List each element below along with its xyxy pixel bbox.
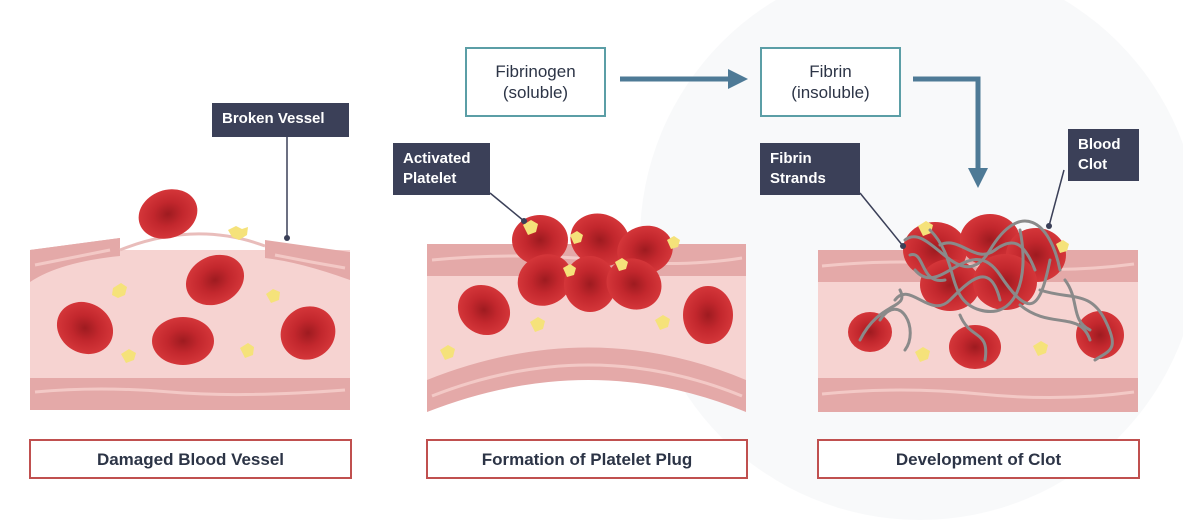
callout-line bbox=[859, 192, 904, 247]
red-blood-cell bbox=[56, 301, 114, 355]
plug-red-cell bbox=[570, 213, 630, 267]
platelet bbox=[1056, 240, 1069, 253]
caption-platelet-plug: Formation of Platelet Plug bbox=[426, 439, 748, 479]
illustration bbox=[30, 69, 1138, 412]
plug-red-cell bbox=[606, 258, 662, 310]
plug-red-cell bbox=[564, 256, 616, 312]
callout-line bbox=[1048, 169, 1065, 227]
platelet bbox=[918, 221, 933, 236]
label-fibrin-strands-line2: Strands bbox=[770, 170, 826, 187]
activated-platelet bbox=[615, 258, 628, 271]
caption-panel2-text: Formation of Platelet Plug bbox=[481, 450, 693, 469]
fibrin-subtitle: (insoluble) bbox=[791, 83, 870, 102]
label-broken-vessel: Broken Vessel bbox=[212, 103, 349, 137]
callout-line bbox=[489, 192, 525, 222]
panel3-vessel bbox=[818, 169, 1138, 412]
activated-platelet bbox=[523, 220, 538, 235]
activated-platelet bbox=[570, 231, 583, 244]
caption-development-of-clot: Development of Clot bbox=[817, 439, 1140, 479]
arrow-fibrin-to-clot bbox=[913, 76, 988, 188]
label-activated-platelet: Activated Platelet bbox=[393, 143, 490, 195]
fibrin-box: Fibrin (insoluble) bbox=[760, 47, 901, 117]
activated-platelet bbox=[667, 236, 680, 249]
activated-platelet bbox=[563, 264, 576, 277]
label-blood-clot-line2: Clot bbox=[1078, 156, 1108, 173]
red-blood-cell bbox=[457, 284, 511, 336]
label-blood-clot: Blood Clot bbox=[1068, 129, 1139, 181]
fibrin-strands bbox=[858, 219, 1114, 362]
plug-red-cell bbox=[517, 254, 573, 306]
panel2-vessel bbox=[427, 192, 746, 412]
panel1-vessel bbox=[30, 137, 350, 410]
platelet bbox=[121, 349, 136, 363]
red-blood-cell bbox=[185, 254, 245, 306]
red-blood-cell bbox=[683, 286, 733, 344]
platelet bbox=[266, 289, 280, 303]
fibrinogen-title: Fibrinogen bbox=[495, 62, 576, 81]
red-blood-cell bbox=[949, 325, 1001, 369]
label-broken-vessel-text: Broken Vessel bbox=[222, 110, 325, 127]
caption-panel1-text: Damaged Blood Vessel bbox=[96, 450, 285, 469]
fibrinogen-subtitle: (soluble) bbox=[502, 83, 569, 102]
label-fibrin-strands: Fibrin Strands bbox=[760, 143, 860, 195]
label-blood-clot-line1: Blood bbox=[1078, 136, 1121, 153]
platelet bbox=[228, 226, 248, 240]
caption-damaged-blood-vessel: Damaged Blood Vessel bbox=[29, 439, 352, 479]
vessel-wall-bottom bbox=[427, 347, 746, 412]
fibrinogen-box: Fibrinogen (soluble) bbox=[465, 47, 606, 117]
caption-panel3-text: Development of Clot bbox=[895, 450, 1062, 469]
platelet bbox=[440, 345, 455, 360]
platelet bbox=[240, 343, 254, 358]
platelet bbox=[655, 315, 670, 330]
platelet bbox=[915, 347, 930, 362]
red-blood-cell bbox=[848, 312, 892, 352]
label-fibrin-strands-line1: Fibrin bbox=[770, 150, 812, 167]
fibrin-title: Fibrin bbox=[809, 62, 852, 81]
red-blood-cell bbox=[280, 306, 336, 360]
platelet bbox=[530, 317, 545, 332]
label-activated-platelet-line1: Activated bbox=[403, 150, 471, 167]
platelet bbox=[1033, 341, 1048, 356]
red-blood-cell bbox=[1076, 311, 1124, 359]
red-blood-cell bbox=[152, 317, 214, 365]
red-blood-cell bbox=[138, 189, 198, 239]
label-activated-platelet-line2: Platelet bbox=[403, 170, 457, 187]
diagram-canvas: Fibrinogen (soluble) Fibrin (insoluble) … bbox=[29, 47, 1140, 479]
platelet bbox=[112, 283, 127, 298]
clot-red-cell bbox=[920, 259, 980, 311]
